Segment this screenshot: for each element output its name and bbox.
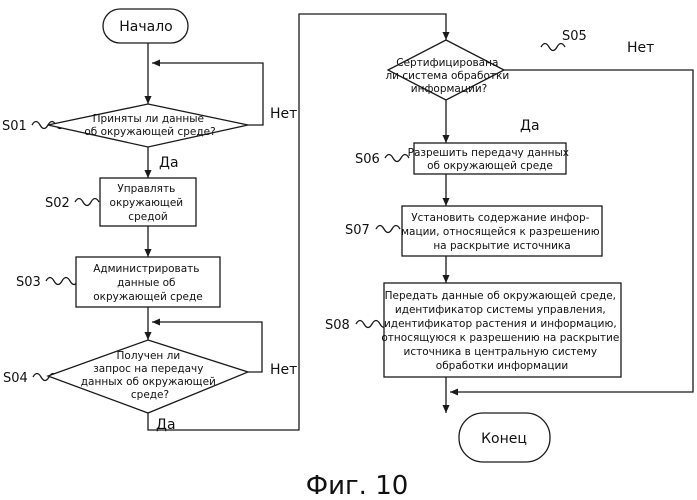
s08-line-2: идентификатор системы управления, [395, 304, 606, 316]
s05-no-label: Нет [627, 40, 654, 56]
process-s07: Установить содержание инфор- мации, отно… [401, 206, 603, 256]
s08-line-4: относящуюся к разрешению на раскрытие [381, 332, 619, 344]
s02-line-3: средой [128, 211, 167, 223]
leader-s03 [46, 278, 78, 285]
end-terminal: Конец [459, 413, 550, 462]
s07-line-3: на раскрытие источника [433, 240, 570, 252]
step-id-s02: S02 [45, 196, 70, 211]
step-id-s04: S04 [3, 371, 28, 386]
s04-no-label: Нет [270, 362, 297, 378]
step-id-s07: S07 [345, 223, 370, 238]
step-id-s03: S03 [16, 275, 41, 290]
s01-line-2: об окружающей среде? [84, 126, 215, 138]
leader-s06 [385, 155, 409, 162]
s05-line-1: Сертифицирована [396, 57, 498, 69]
process-s08: Передать данные об окружающей среде, иде… [381, 283, 622, 377]
s01-no-label: Нет [270, 106, 297, 122]
decision-s04: Получен ли запрос на передачу данных об … [48, 340, 248, 413]
decision-s01: Приняты ли данные об окружающей среде? [48, 104, 248, 147]
s04-line-3: данных об окружающей [81, 376, 216, 388]
figure-caption: Фиг. 10 [306, 471, 409, 500]
s05-yes-label: Да [520, 118, 540, 134]
s03-line-1: Администрировать [93, 263, 199, 275]
step-id-s01: S01 [2, 119, 27, 134]
s06-line-2: об окружающей среде [427, 160, 553, 172]
process-s06-text: Разрешить передачу данных об окружающей … [408, 147, 573, 172]
s06-line-1: Разрешить передачу данных [408, 147, 569, 159]
s01-line-1: Приняты ли данные [93, 113, 204, 125]
s08-line-1: Передать данные об окружающей среде, [385, 290, 616, 302]
s03-line-3: окружающей среде [93, 291, 203, 303]
decision-s05-text: Сертифицирована ли система обработки инф… [385, 57, 512, 95]
s08-line-6: обработки информации [436, 360, 568, 372]
s01-yes-label: Да [159, 155, 179, 171]
decision-s01-text: Приняты ли данные об окружающей среде? [84, 113, 215, 138]
step-id-s05: S05 [562, 29, 587, 44]
process-s06: Разрешить передачу данных об окружающей … [408, 143, 573, 174]
s03-line-2: данные об [117, 277, 175, 289]
start-label: Начало [119, 19, 172, 35]
s07-line-1: Установить содержание инфор- [411, 212, 589, 224]
s02-line-2: окружающей [110, 197, 184, 209]
s02-line-1: Управлять [117, 183, 175, 195]
s08-line-3: идентификатор растения и информацию, [384, 318, 617, 330]
s04-line-2: запрос на передачу [93, 363, 203, 375]
s08-line-5: источника в центральную систему [404, 346, 598, 358]
step-id-s06: S06 [355, 152, 380, 167]
leader-s02 [75, 199, 99, 206]
step-id-s08: S08 [325, 318, 350, 333]
process-s03: Администрировать данные об окружающей ср… [76, 257, 220, 307]
s07-line-2: мации, относящейся к разрешению [401, 226, 600, 238]
s04-yes-label: Да [156, 417, 176, 433]
s05-line-3: информации? [411, 83, 487, 95]
leader-s07 [376, 226, 400, 233]
end-label: Конец [481, 431, 527, 447]
decision-s05: Сертифицирована ли система обработки инф… [385, 40, 512, 100]
s04-line-1: Получен ли [117, 350, 181, 362]
leader-s05 [541, 44, 565, 51]
s05-line-2: ли система обработки [385, 70, 509, 82]
start-terminal: Начало [103, 9, 188, 43]
process-s02: Управлять окружающей средой [100, 178, 196, 226]
s04-line-4: среде? [131, 389, 169, 401]
